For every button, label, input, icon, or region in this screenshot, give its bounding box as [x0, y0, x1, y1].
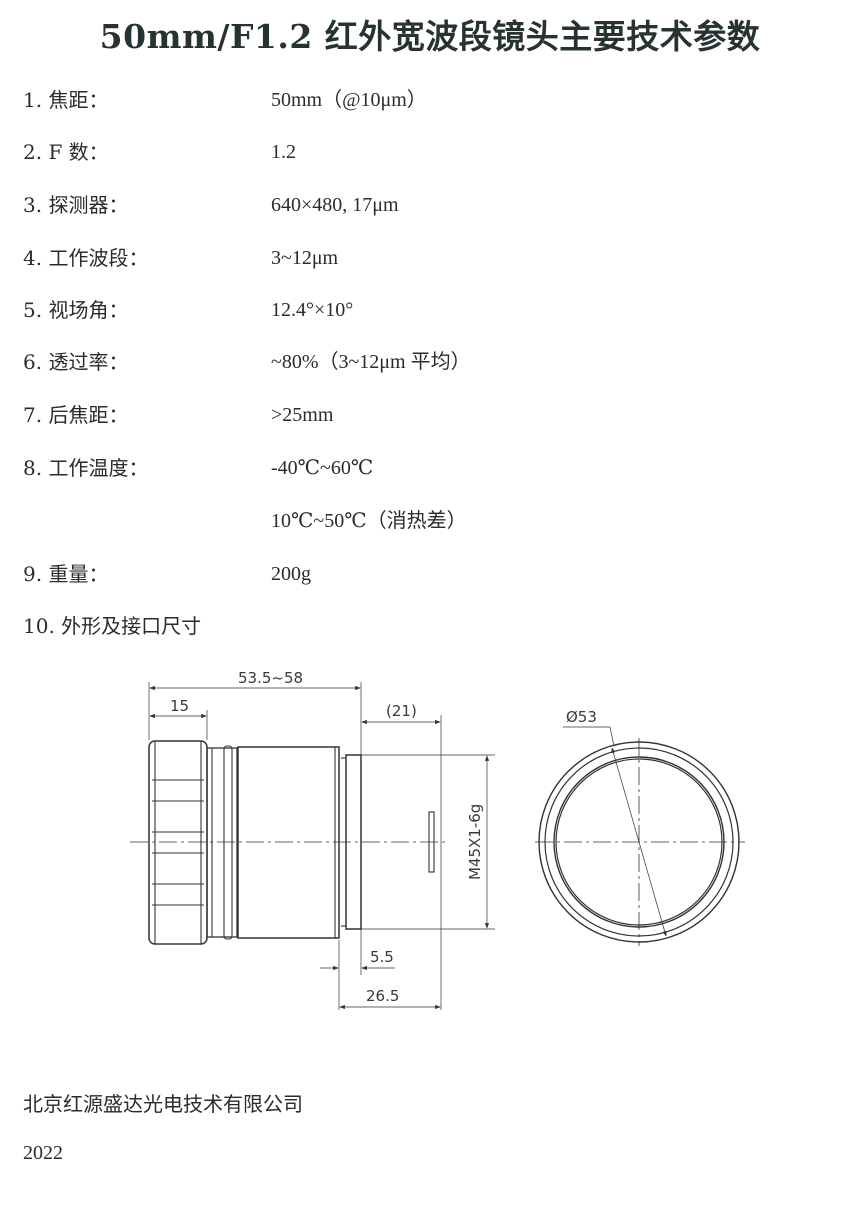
lens-dimension-drawing: 53.5~58 15 (21) 5.5 26.5 M45X1-6g Ø53	[130, 669, 745, 1010]
front-view	[535, 726, 745, 946]
dim-knurl-width: 15	[170, 697, 189, 715]
company-name: 北京红源盛达光电技术有限公司	[23, 1092, 303, 1116]
spec-label: 7. 后焦距：	[23, 403, 129, 427]
dim-overall-length: 53.5~58	[238, 669, 303, 687]
spec-label: 2. F 数：	[23, 140, 109, 164]
dim-flange: 5.5	[370, 948, 394, 966]
dim-rear-length: 26.5	[366, 987, 399, 1005]
spec-value: 10℃~50℃（消热差）	[271, 510, 467, 532]
spec-label: 5. 视场角：	[23, 298, 129, 322]
spec-label: 4. 工作波段：	[23, 246, 149, 270]
spec-value: 200g	[271, 563, 311, 585]
dim-back-focal: (21)	[386, 702, 417, 720]
side-view	[130, 682, 495, 1010]
spec-label: 3. 探测器：	[23, 193, 129, 217]
spec-value: 3~12μm	[271, 247, 339, 269]
spec-value: 12.4°×10°	[271, 299, 354, 321]
spec-value: 1.2	[271, 141, 296, 163]
spec-label: 6. 透过率：	[23, 350, 129, 374]
spec-value: -40℃~60℃	[271, 457, 374, 479]
dim-diameter: Ø53	[566, 708, 597, 726]
spec-value: ~80%（3~12μm 平均）	[271, 351, 471, 373]
spec-value: 50mm（@10μm）	[271, 89, 427, 111]
dim-thread: M45X1-6g	[466, 804, 484, 880]
spec-value: 640×480, 17μm	[271, 194, 399, 216]
document-year: 2022	[23, 1142, 63, 1164]
spec-label: 8. 工作温度：	[23, 456, 149, 480]
page-title: 50mm/F1.2 红外宽波段镜头主要技术参数	[99, 17, 761, 56]
spec-label: 10. 外形及接口尺寸	[23, 614, 202, 638]
spec-label: 1. 焦距：	[23, 88, 109, 112]
spec-label: 9. 重量：	[23, 562, 109, 586]
spec-value: >25mm	[271, 404, 334, 426]
